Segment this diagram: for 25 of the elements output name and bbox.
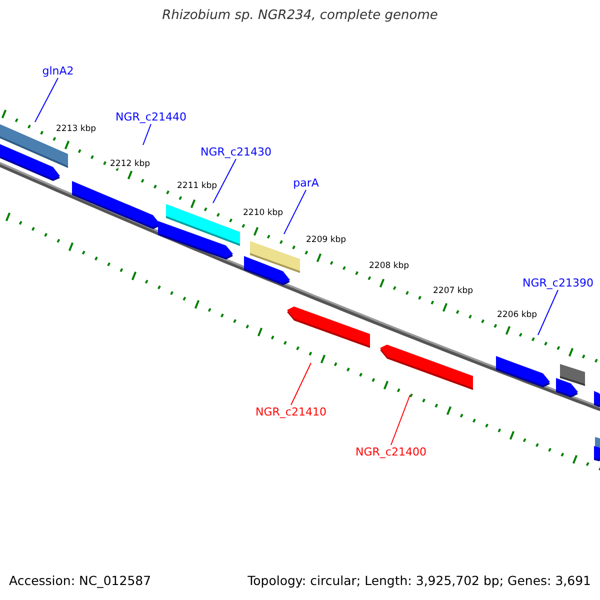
leader-line (284, 190, 306, 234)
genome-summary-text: Topology: circular; Length: 3,925,702 bp; Genes: 3,691 (248, 575, 591, 588)
gene-label: NGR_c21390 (522, 278, 594, 288)
map-title: Rhizobium sp. NGR234, complete genome (162, 9, 438, 22)
gene-label: parA (293, 178, 319, 188)
leader-line (142, 124, 152, 146)
gene-label: NGR_c21410 (256, 406, 326, 418)
position-label: 2206 kbp (497, 310, 538, 320)
position-label: 2209 kbp (306, 236, 346, 244)
position-label: 2212 kbp (110, 160, 150, 168)
leader-line (390, 394, 410, 446)
leader-line (290, 362, 312, 406)
leader-line (34, 78, 58, 122)
gene-label: NGR_c21440 (116, 112, 186, 122)
gene-label: glnA2 (42, 66, 74, 76)
position-label: 2213 kbp (56, 124, 96, 134)
leader-line (212, 158, 236, 204)
position-label: 2207 kbp (433, 286, 474, 296)
position-label: 2211 kbp (177, 182, 218, 190)
leader-line (538, 290, 558, 336)
position-label: 2210 kbp (243, 208, 284, 218)
position-label: 2208 kbp (369, 262, 410, 270)
accession-text: Accession: NC_012587 (9, 575, 152, 588)
gene-label: NGR_c21430 (200, 146, 272, 158)
gene-label: NGR_c21400 (356, 446, 426, 458)
